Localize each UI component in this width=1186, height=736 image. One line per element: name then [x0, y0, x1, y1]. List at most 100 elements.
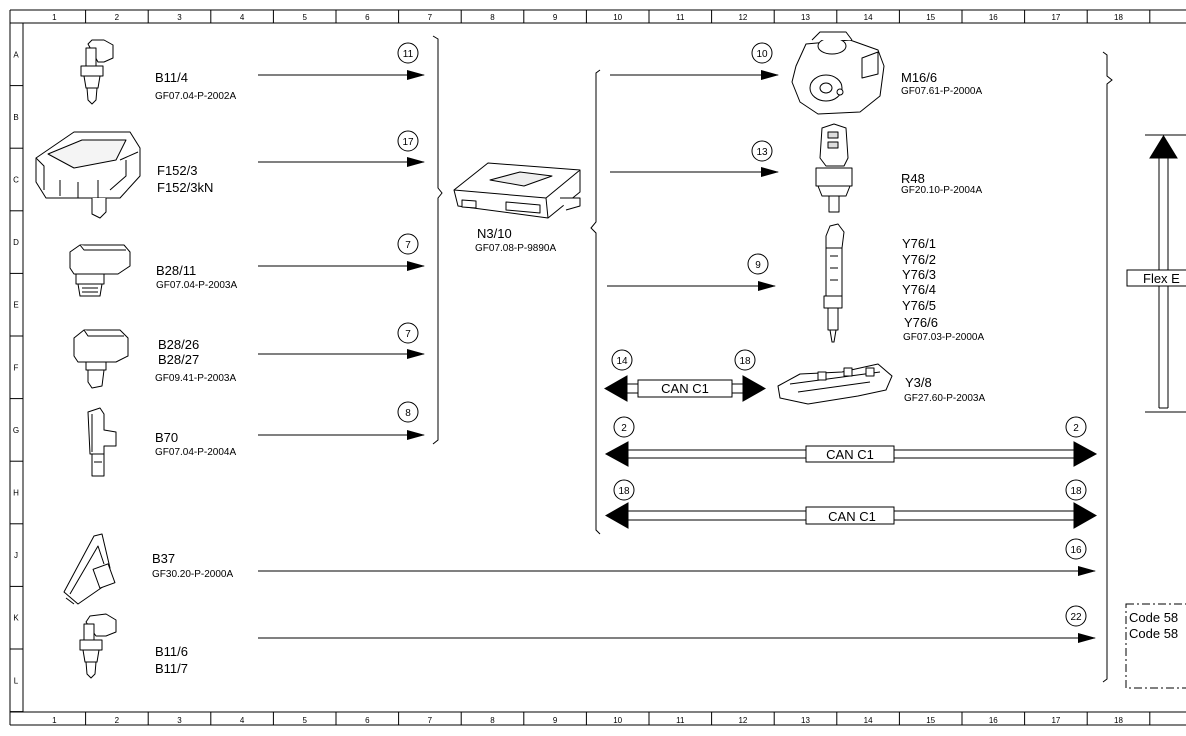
sensor-icon: [79, 613, 117, 679]
label-f152-3kn: F152/3kN: [157, 180, 214, 195]
pressure-sensor-icon: [73, 329, 129, 389]
doc-ref-b28-11: GF07.04-P-2003A: [156, 280, 238, 291]
label-y76-2: Y76/2: [902, 252, 936, 267]
doc-ref-y76: GF07.03-P-2000A: [903, 332, 985, 343]
grid-column-label: 15: [926, 716, 935, 725]
grid-column-label: 4: [240, 716, 245, 725]
doc-ref-m16-6: GF07.61-P-2000A: [901, 86, 983, 97]
grid-column-label: 18: [1114, 13, 1123, 22]
grid-column-label: 7: [428, 716, 433, 725]
label-y76-6: Y76/6: [904, 315, 938, 330]
label-m16-6: M16/6: [901, 70, 938, 85]
grid-row-label: D: [13, 238, 19, 247]
grid-row-label: J: [14, 551, 18, 560]
flex-bus: Flex E: [1126, 134, 1186, 413]
grid-column-label: 11: [676, 716, 685, 725]
can-bus-1: CAN C1: [604, 441, 1098, 467]
grid-column-label: 16: [989, 13, 998, 22]
grid-column-label: 7: [428, 13, 433, 22]
grid-marks: 1122334455667788991010111112121313141415…: [10, 10, 1151, 725]
grid-column-label: 12: [738, 13, 747, 22]
grid-column-label: 1: [52, 13, 57, 22]
drawing-frame: [9, 9, 1186, 726]
svg-text:2: 2: [1073, 423, 1079, 434]
connector-badge: 2: [613, 416, 635, 438]
grid-column-label: 10: [613, 13, 622, 22]
pressure-sensor-icon: [69, 244, 131, 297]
connector-badge: 13: [751, 140, 773, 162]
grid-column-label: 17: [1051, 13, 1060, 22]
doc-ref-n3-10: GF07.08-P-9890A: [475, 243, 557, 254]
label-r48: R48: [901, 171, 925, 186]
svg-text:18: 18: [1070, 486, 1082, 497]
grid-column-label: 8: [490, 13, 495, 22]
grid-column-label: 11: [676, 13, 685, 22]
can-link-bus: CAN C1: [603, 375, 767, 402]
right-bracket: [1102, 51, 1113, 683]
grid-column-label: 6: [365, 716, 370, 725]
label-f152-3: F152/3: [157, 163, 198, 178]
svg-text:8: 8: [405, 408, 411, 419]
grid-column-label: 4: [240, 13, 245, 22]
label-b11-6: B11/6: [155, 644, 189, 659]
connector-badge: 18: [613, 479, 635, 501]
input-bracket: [432, 35, 443, 445]
connector-badge: 22: [1065, 605, 1087, 627]
label-y76-3: Y76/3: [902, 267, 936, 282]
control-unit-icon: [453, 162, 581, 219]
doc-ref-b37: GF30.20-P-2000A: [152, 569, 234, 580]
doc-ref-y3-8: GF27.60-P-2003A: [904, 393, 986, 404]
grid-column-label: 3: [177, 716, 182, 725]
svg-text:22: 22: [1070, 612, 1082, 623]
grid-column-label: 5: [302, 716, 307, 725]
svg-text:Flex E: Flex E: [1143, 271, 1180, 286]
output-bracket: [590, 69, 601, 535]
pedal-sensor-icon: [63, 533, 116, 605]
grid-column-label: 9: [553, 716, 558, 725]
connector-badge: 17: [397, 130, 419, 152]
grid-row-label: E: [13, 301, 18, 310]
code-box: Code 58 Code 58: [1125, 603, 1186, 689]
svg-text:2: 2: [621, 423, 627, 434]
grid-column-label: 6: [365, 13, 370, 22]
connector-badge: 2: [1065, 416, 1087, 438]
svg-text:11: 11: [403, 49, 414, 60]
output-arrows: [607, 70, 779, 291]
valve-body-icon: [777, 363, 893, 405]
svg-text:Code 58: Code 58: [1129, 610, 1178, 625]
grid-column-label: 17: [1051, 716, 1060, 725]
grid-column-label: 9: [553, 13, 558, 22]
connector-badge: 18: [1065, 479, 1087, 501]
grid-column-label: 14: [864, 13, 873, 22]
svg-text:16: 16: [1070, 545, 1082, 556]
connector-badge: 10: [751, 42, 773, 64]
label-b11-7: B11/7: [155, 661, 189, 676]
connector-badge: 7: [397, 233, 419, 255]
label-b28-11: B28/11: [156, 263, 197, 278]
grid-row-label: H: [13, 489, 19, 498]
grid-column-label: 13: [801, 13, 810, 22]
crankshaft-sensor-icon: [87, 407, 117, 477]
svg-text:18: 18: [618, 486, 630, 497]
doc-ref-b28-26: GF09.41-P-2003A: [155, 373, 237, 384]
label-y76-5: Y76/5: [902, 298, 936, 313]
connector-badge: 11: [397, 42, 419, 64]
svg-text:Code 58: Code 58: [1129, 626, 1178, 641]
grid-row-label: B: [13, 113, 18, 122]
svg-text:CAN C1: CAN C1: [828, 509, 876, 524]
grid-column-label: 2: [115, 13, 120, 22]
svg-text:7: 7: [405, 329, 411, 340]
grid-row-label: F: [14, 363, 19, 372]
heater-element-icon: [815, 123, 853, 213]
grid-column-label: 13: [801, 716, 810, 725]
grid-column-label: 1: [52, 716, 57, 725]
grid-column-label: 18: [1114, 716, 1123, 725]
doc-ref-b11-4: GF07.04-P-2002A: [155, 91, 237, 102]
grid-column-label: 8: [490, 716, 495, 725]
grid-column-label: 15: [926, 13, 935, 22]
label-b70: B70: [155, 430, 179, 445]
input-arrows: [258, 70, 425, 440]
label-b28-26: B28/26: [158, 337, 200, 352]
label-y3-8: Y3/8: [905, 375, 932, 390]
